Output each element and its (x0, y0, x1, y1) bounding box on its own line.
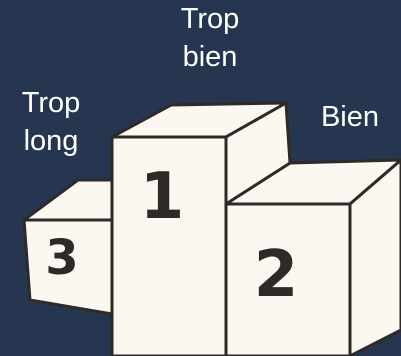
podium-third-top (24, 180, 112, 220)
place-number-first: 1 (140, 160, 185, 234)
place-number-third: 3 (45, 230, 78, 286)
place-number-second: 2 (254, 238, 299, 312)
